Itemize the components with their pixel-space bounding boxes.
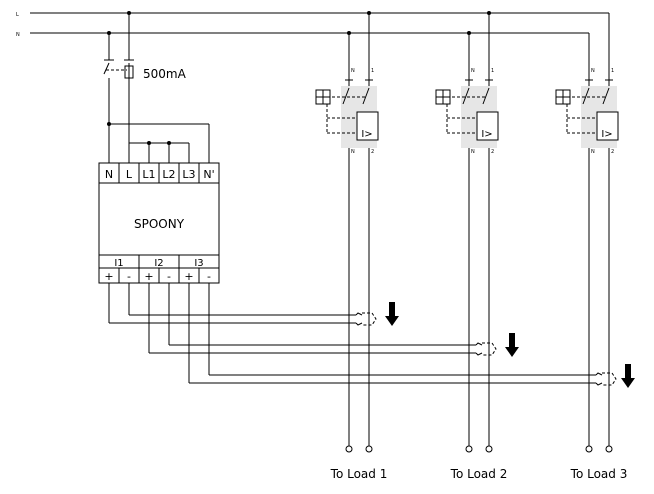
fuse-rating: 500mA <box>143 67 187 81</box>
terminal-l1: L1 <box>142 168 155 181</box>
terminal-label: N <box>471 68 475 74</box>
terminal-l3: L3 <box>182 168 195 181</box>
breaker-channel-2: N 1 I> N 2 To Load 2 <box>435 11 519 481</box>
terminal-n: N <box>105 168 113 181</box>
load-label-2: To Load 2 <box>450 467 508 481</box>
terminal-label: N <box>351 149 355 155</box>
terminal-n-prime: N' <box>203 168 214 181</box>
terminal-l: L <box>126 168 133 181</box>
load-label-3: To Load 3 <box>570 467 628 481</box>
ct-terminal: + <box>104 270 113 283</box>
energy-meter: N L L1 L2 L3 N' SPOONY I1 I2 I3 + - + - … <box>98 162 220 284</box>
ct-wiring <box>108 283 596 384</box>
overcurrent-relay-icon <box>356 111 379 141</box>
ct-group-i2: I2 <box>154 258 163 269</box>
ct-terminal: + <box>184 270 193 283</box>
relay-mark: I> <box>601 129 612 140</box>
breaker-channel-3: N 1 I> N 2 To Load 3 <box>555 60 635 481</box>
terminal-label: N <box>471 149 475 155</box>
output-terminal <box>465 445 473 453</box>
neutral-bus: N <box>16 32 590 60</box>
supply-fuse-assembly: 500mA <box>103 11 210 165</box>
terminal-label: 2 <box>491 149 494 155</box>
output-terminal <box>605 445 613 453</box>
output-terminal <box>345 445 353 453</box>
neutral-bus-label: N <box>16 32 20 38</box>
down-arrow-icon <box>385 302 399 326</box>
terminal-label: 1 <box>371 68 374 74</box>
meter-name: SPOONY <box>134 217 185 231</box>
current-transformer-3 <box>595 372 617 386</box>
ct-terminal: + <box>144 270 153 283</box>
overcurrent-relay-icon <box>476 111 499 141</box>
down-arrow-icon <box>505 333 519 357</box>
circuit-breaker-3: I> <box>555 79 619 141</box>
circuit-breaker-1: I> <box>315 79 379 141</box>
ct-terminal: - <box>127 270 131 283</box>
ct-terminal: - <box>207 270 211 283</box>
ct-group-i3: I3 <box>194 258 203 269</box>
switch-contact-icon <box>103 62 110 75</box>
circuit-breaker-2: I> <box>435 79 499 141</box>
terminal-label: N <box>591 149 595 155</box>
relay-mark: I> <box>481 129 492 140</box>
terminal-label: 1 <box>491 68 494 74</box>
down-arrow-icon <box>621 364 635 388</box>
terminal-label: 1 <box>611 68 614 74</box>
output-terminal <box>485 445 493 453</box>
overcurrent-relay-icon <box>596 111 619 141</box>
current-transformer-2 <box>475 342 497 356</box>
terminal-l2: L2 <box>162 168 175 181</box>
relay-mark: I> <box>361 129 372 140</box>
terminal-label: N <box>351 68 355 74</box>
load-label-1: To Load 1 <box>330 467 388 481</box>
current-transformer-1 <box>355 312 377 326</box>
terminal-label: 2 <box>371 149 374 155</box>
ct-group-i1: I1 <box>114 258 123 269</box>
terminal-label: 2 <box>611 149 614 155</box>
line-bus-label: L <box>16 12 19 18</box>
terminal-label: N <box>591 68 595 74</box>
breaker-channel-1: N 1 I> N 2 To Load 1 <box>315 11 399 481</box>
output-terminal <box>585 445 593 453</box>
ct-terminal: - <box>167 270 171 283</box>
output-terminal <box>365 445 373 453</box>
line-bus: L <box>16 12 610 60</box>
